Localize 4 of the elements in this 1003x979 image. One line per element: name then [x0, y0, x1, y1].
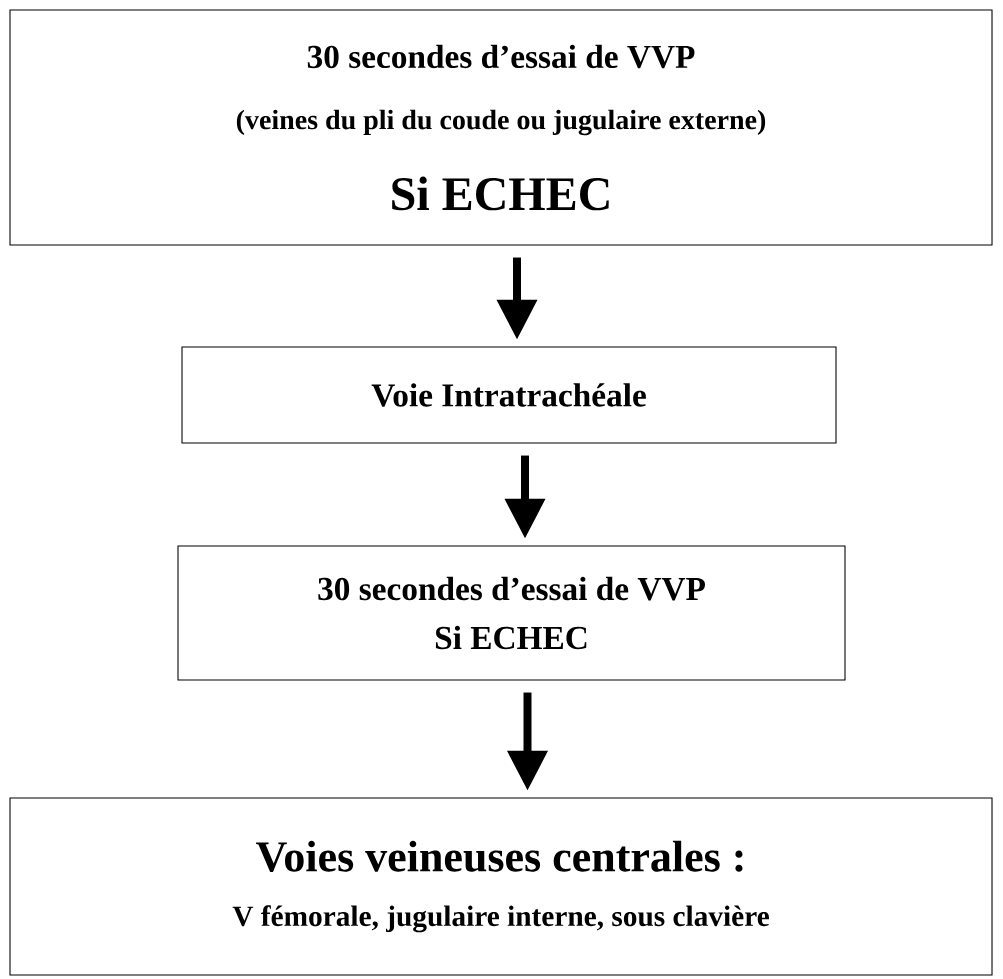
- result-box: Voies veineuses centrales : V fémorale, jugulaire interne, sous clavière: [9, 797, 993, 976]
- process-box: Voie Intratrachéale: [181, 346, 837, 444]
- process-box: 30 secondes d’essai de VVP Si ECHEC: [177, 545, 846, 681]
- process-box: 30 secondes d’essai de VVP (veines du pli du coude ou jugulaire externe) Si ECHEC: [9, 9, 993, 246]
